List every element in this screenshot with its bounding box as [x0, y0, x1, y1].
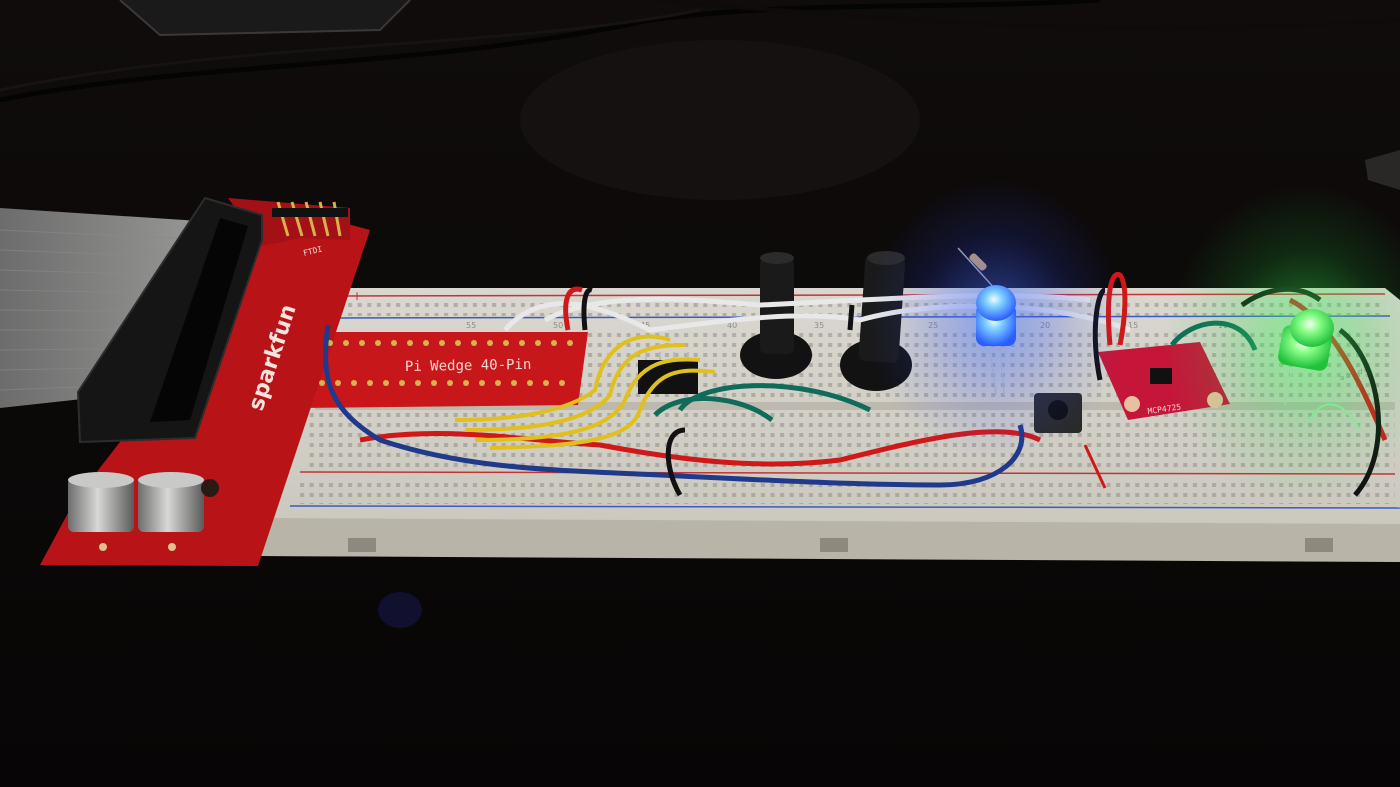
- breadboard-number: 55: [466, 321, 476, 330]
- mounting-hole: [168, 543, 176, 551]
- table-glow: [378, 592, 422, 628]
- rail-line-red: [299, 471, 1396, 475]
- rail-line-blue: [289, 505, 1400, 509]
- yellow-wires: [454, 334, 716, 450]
- mounting-hole: [201, 479, 219, 497]
- breadboard-number: 50: [553, 321, 563, 330]
- breadboard-number: 40: [727, 321, 737, 330]
- blue-led: [976, 285, 1016, 396]
- mounting-hole: [99, 543, 107, 551]
- capacitor: [138, 472, 204, 532]
- breadboard-number: 35: [814, 321, 824, 330]
- blue-wires: [323, 324, 1025, 488]
- breadboard-number: 15: [1128, 321, 1138, 330]
- background-cable: [0, 0, 1101, 103]
- background-cable: [0, 8, 701, 92]
- gpio-connector-slot: [150, 218, 248, 422]
- ftdi-header-body: [272, 208, 348, 217]
- acrylic-case-edge: [119, 0, 411, 37]
- ftdi-header-pins: [276, 201, 342, 237]
- capacitor: [68, 472, 134, 532]
- wedge-board-label: Pi Wedge 40-Pin: [405, 357, 532, 375]
- right-object: [1365, 150, 1400, 190]
- background-cable: [649, 0, 1400, 31]
- center-channel: [315, 402, 1395, 410]
- table-reflection: [520, 40, 920, 200]
- green-led: [1278, 309, 1334, 406]
- rail-plus-label: +: [352, 289, 362, 303]
- wedge-pin-row: [319, 340, 573, 386]
